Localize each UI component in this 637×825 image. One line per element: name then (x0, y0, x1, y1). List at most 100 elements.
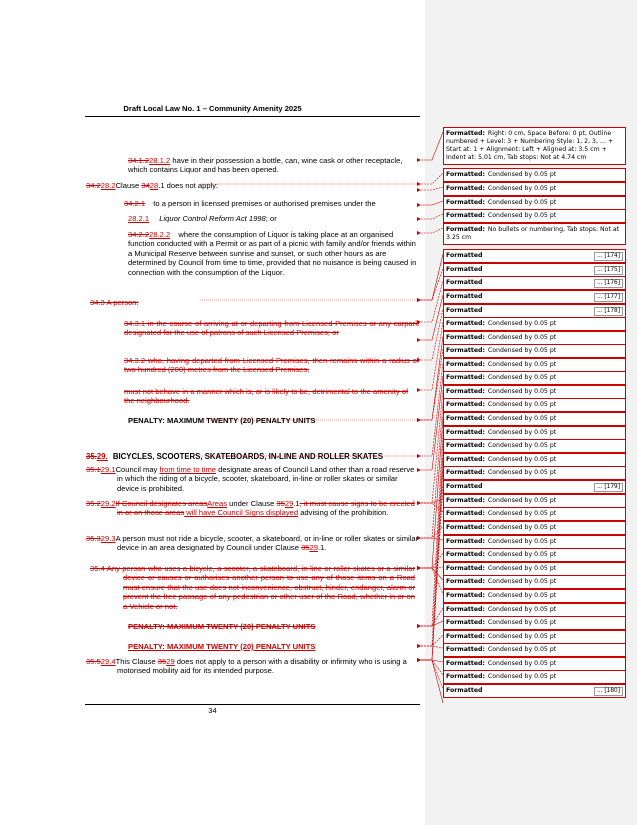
balloon-label: Formatted (446, 266, 483, 273)
clause-p9-deleted[interactable]: must not behave in a manner which is, or… (124, 387, 409, 406)
balloon-label: Formatted: (446, 538, 485, 545)
balloon-more-link[interactable]: ... [175] (594, 266, 623, 275)
balloon-text: Condensed by 0.05 pt (487, 565, 557, 572)
clause-p15-deleted[interactable]: 35.4 Any person who uses a bicycle, a sc… (90, 564, 415, 611)
formatting-balloon[interactable]: Formatted:Condensed by 0.05 pt (443, 412, 626, 426)
clause-p12[interactable]: 35.129.1Council may from time to time de… (86, 465, 421, 493)
inserted-number: 29.1 (100, 465, 116, 474)
formatting-balloon[interactable]: Formatted:Condensed by 0.05 pt (443, 521, 626, 535)
balloon-text: Condensed by 0.05 pt (487, 442, 557, 449)
inserted-text: will have Council Signs displayed (184, 508, 299, 518)
formatting-balloon[interactable]: Formatted:Condensed by 0.05 pt (443, 385, 626, 399)
formatting-balloon[interactable]: Formatted:Condensed by 0.05 pt (443, 196, 626, 210)
balloon-text: Condensed by 0.05 pt (487, 646, 557, 653)
formatting-balloon[interactable]: Formatted:Condensed by 0.05 pt (443, 439, 626, 453)
inserted-text: 28 (149, 181, 159, 190)
formatting-balloon[interactable]: Formatted:Condensed by 0.05 pt (443, 331, 626, 345)
deleted-number: 35. (86, 452, 97, 461)
formatting-balloon[interactable]: Formatted:Condensed by 0.05 pt (443, 358, 626, 372)
balloon-label: Formatted: (446, 646, 485, 653)
formatting-balloon[interactable]: Formatted:Condensed by 0.05 pt (443, 398, 626, 412)
clause-p7-deleted[interactable]: 34.3.1 in the course of arriving at or d… (124, 319, 419, 338)
balloon-text: Condensed by 0.05 pt (487, 606, 557, 613)
clause-p14[interactable]: 35.329.3A person must not ride a bicycle… (86, 534, 421, 553)
inserted-number: 28.2 (100, 181, 116, 190)
deleted-number: 34.2 (86, 181, 101, 190)
formatting-balloon[interactable]: Formatted:Condensed by 0.05 pt (443, 575, 626, 589)
formatting-balloon[interactable]: Formatted:Condensed by 0.05 pt (443, 466, 626, 480)
balloon-more-link[interactable]: ... [179] (594, 483, 623, 492)
balloon-text: Condensed by 0.05 pt (487, 538, 557, 545)
formatting-balloon[interactable]: Formatted:Condensed by 0.05 pt (443, 507, 626, 521)
clause-p4[interactable]: 28.2.1 Liquor Control Reform Act 1998; o… (128, 214, 418, 223)
balloon-text: Condensed by 0.05 pt (487, 415, 557, 422)
formatting-balloon[interactable]: Formatted:Condensed by 0.05 pt (443, 168, 626, 182)
formatting-balloon[interactable]: Formatted... [177] (443, 290, 626, 304)
balloon-label: Formatted: (446, 619, 485, 626)
formatting-balloon[interactable]: Formatted... [174] (443, 249, 626, 263)
formatting-balloon[interactable]: Formatted:Condensed by 0.05 pt (443, 630, 626, 644)
balloon-label: Formatted: (446, 320, 485, 327)
clause-text: Clause (115, 181, 142, 190)
balloon-more-link[interactable]: ... [177] (594, 293, 623, 302)
balloon-label: Formatted: (446, 633, 485, 640)
formatting-balloon[interactable]: Formatted... [179] (443, 480, 626, 494)
formatting-balloon[interactable]: Formatted:Condensed by 0.05 pt (443, 209, 626, 223)
formatting-balloon[interactable]: Formatted:No bullets or numbering, Tab s… (443, 223, 626, 245)
balloon-label: Formatted: (446, 171, 485, 178)
inserted-number: 29.4 (100, 657, 116, 666)
balloon-more-link[interactable]: ... [178] (594, 307, 623, 316)
formatting-balloon[interactable]: Formatted:Condensed by 0.05 pt (443, 453, 626, 467)
clause-p18[interactable]: 35.529.4This Clause 3529 does not apply … (86, 657, 421, 676)
balloon-label: Formatted (446, 279, 483, 286)
inserted-text: Areas (207, 499, 228, 508)
section-heading[interactable]: 35.29. BICYCLES, SCOOTERS, SKATEBOARDS, … (86, 452, 421, 461)
clause-p3[interactable]: 34.2.1 to a person in licensed premises … (124, 199, 419, 208)
balloon-more-link[interactable]: ... [180] (594, 687, 623, 696)
formatting-balloon[interactable]: Formatted:Condensed by 0.05 pt (443, 670, 626, 684)
balloon-more-link[interactable]: ... [176] (594, 279, 623, 288)
formatting-balloon[interactable]: Formatted:Condensed by 0.05 pt (443, 603, 626, 617)
deleted-text: 35 (276, 499, 285, 508)
formatting-balloon[interactable]: Formatted:Condensed by 0.05 pt (443, 657, 626, 671)
clause-text: to a person in licensed premises or auth… (153, 199, 376, 208)
formatting-balloon[interactable]: Formatted:Right: 0 cm, Space Before: 0 p… (443, 127, 626, 165)
balloon-text: Condensed by 0.05 pt (487, 199, 557, 206)
formatting-balloon[interactable]: Formatted:Condensed by 0.05 pt (443, 616, 626, 630)
formatting-balloon[interactable]: Formatted:Condensed by 0.05 pt (443, 494, 626, 508)
formatting-balloon[interactable]: Formatted ... [175] (443, 263, 626, 277)
formatting-balloon[interactable]: Formatted ... [178] (443, 304, 626, 318)
formatting-balloon[interactable]: Formatted:Condensed by 0.05 pt (443, 643, 626, 657)
formatting-balloon[interactable]: Formatted:Condensed by 0.05 pt (443, 589, 626, 603)
formatting-balloon[interactable]: Formatted:Condensed by 0.05 pt (443, 317, 626, 331)
deleted-text: If Council designates areas (115, 499, 208, 508)
penalty-line: PENALTY: MAXIMUM TWENTY (20) PENALTY UNI… (128, 416, 316, 425)
formatting-balloon[interactable]: Formatted:Condensed by 0.05 pt (443, 562, 626, 576)
clause-text: ; or (265, 214, 277, 223)
formatting-balloon[interactable]: Formatted:Condensed by 0.05 pt (443, 182, 626, 196)
balloon-label: Formatted: (446, 565, 485, 572)
balloon-label: Formatted: (446, 361, 485, 368)
balloon-more-link[interactable]: ... [174] (594, 252, 623, 261)
balloon-label: Formatted: (446, 442, 485, 449)
formatting-balloon[interactable]: Formatted:Condensed by 0.05 pt (443, 535, 626, 549)
clause-p2[interactable]: 34.228.2Clause 3428.1 does not apply: (86, 181, 421, 190)
clause-p8-deleted[interactable]: 34.3.2 who, having departed from License… (124, 356, 419, 375)
formatting-balloon[interactable]: Formatted:Condensed by 0.05 pt (443, 426, 626, 440)
formatting-balloon[interactable]: Formatted ... [180] (443, 684, 626, 698)
formatting-balloon[interactable]: Formatted ... [176] (443, 276, 626, 290)
clause-p1[interactable]: 34.1.228.1.2 have in their possession a … (128, 156, 418, 175)
balloon-label: Formatted (446, 307, 483, 314)
formatting-balloon[interactable]: Formatted:Condensed by 0.05 pt (443, 344, 626, 358)
clause-p5[interactable]: 34.2.228.2.2 where the consumption of Li… (128, 230, 419, 277)
balloon-text: Condensed by 0.05 pt (487, 673, 557, 680)
formatting-balloon[interactable]: Formatted:Condensed by 0.05 pt (443, 548, 626, 562)
clause-p13[interactable]: 35.229.2If Council designates areasAreas… (86, 499, 421, 518)
balloon-text: No bullets or numbering, Tab stops: Not … (446, 226, 620, 241)
inserted-number: 28.1.2 (149, 156, 171, 165)
formatting-balloon[interactable]: Formatted:Condensed by 0.05 pt (443, 371, 626, 385)
balloon-label: Formatted (446, 687, 483, 694)
balloon-text: Condensed by 0.05 pt (487, 334, 557, 341)
clause-p6-deleted[interactable]: 34.3 A person: (90, 298, 139, 307)
balloon-label: Formatted: (446, 606, 485, 613)
